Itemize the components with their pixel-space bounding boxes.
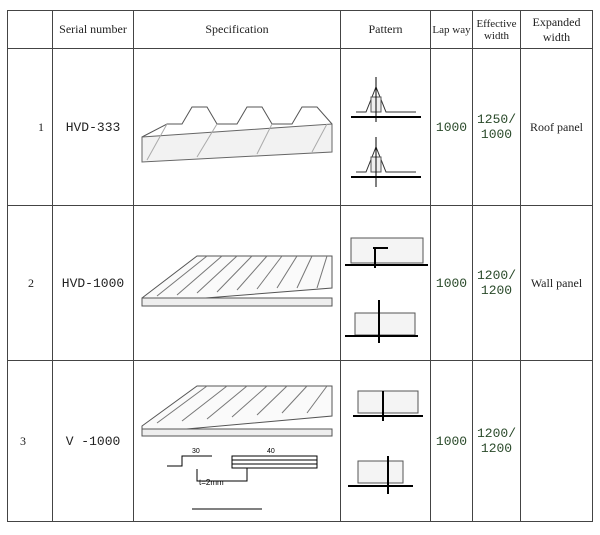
header-effective: Effective width: [472, 10, 521, 49]
row-index: 1: [7, 48, 53, 206]
effective-width-top: 1250/: [476, 112, 516, 127]
spec-drawing: [133, 205, 341, 361]
header-pattern: Pattern: [340, 10, 431, 49]
pattern-drawing: [340, 205, 431, 361]
spec-drawing: [133, 48, 341, 206]
table-row: 3 V -1000 t=2mm 30 40 1000 1200/1200: [7, 360, 593, 522]
header-lap: Lap way: [430, 10, 473, 49]
effective-width: 1250/1000: [472, 48, 521, 206]
header-spec: Specification: [133, 10, 341, 49]
wall-panel-drawing: [141, 255, 333, 307]
pattern-drawing: [340, 360, 431, 522]
serial-number: HVD-333: [52, 48, 134, 206]
serial-number: HVD-1000: [52, 205, 134, 361]
effective-width: 1200/1200: [472, 205, 521, 361]
header-expanded: Expanded width: [520, 10, 593, 49]
table-row: 2 HVD-1000 1000 1200/1200 Wall panel: [7, 205, 593, 361]
wall-joint-pattern: [345, 237, 428, 343]
expanded-width: [520, 360, 593, 522]
lap-way: 1000: [430, 205, 473, 361]
serial-number: V -1000: [52, 360, 134, 522]
expanded-width: Wall panel: [520, 205, 593, 361]
v-joint-pattern: [348, 390, 423, 494]
effective-width-bottom: 1000: [480, 127, 513, 142]
effective-width: 1200/1200: [472, 360, 521, 522]
thickness-label: t=2mm: [199, 478, 224, 487]
table-row: 1 HVD-333 1000 1250/1000 Roof panel: [7, 48, 593, 206]
roof-panel-drawing: [141, 106, 333, 163]
dim-a-label: 30: [192, 448, 200, 455]
row-index: 3: [7, 360, 53, 522]
header-serial: Serial number: [52, 10, 134, 49]
expanded-width: Roof panel: [520, 48, 593, 206]
effective-width-bottom: 1200: [480, 441, 513, 456]
row-index: 2: [7, 205, 53, 361]
pattern-drawing: [340, 48, 431, 206]
header-row: Serial number Specification Pattern Lap …: [7, 10, 593, 49]
dim-b-label: 40: [267, 448, 275, 455]
panel-spec-table: Serial number Specification Pattern Lap …: [7, 10, 593, 522]
spec-drawing: t=2mm 30 40: [133, 360, 341, 522]
effective-width-top: 1200/: [476, 426, 516, 441]
v-panel-drawing: t=2mm 30 40: [141, 385, 333, 510]
roof-joint-pattern: [350, 77, 421, 187]
header-index: [7, 10, 53, 49]
lap-way: 1000: [430, 48, 473, 206]
effective-width-bottom: 1200: [480, 283, 513, 298]
effective-width-top: 1200/: [476, 268, 516, 283]
lap-way: 1000: [430, 360, 473, 522]
